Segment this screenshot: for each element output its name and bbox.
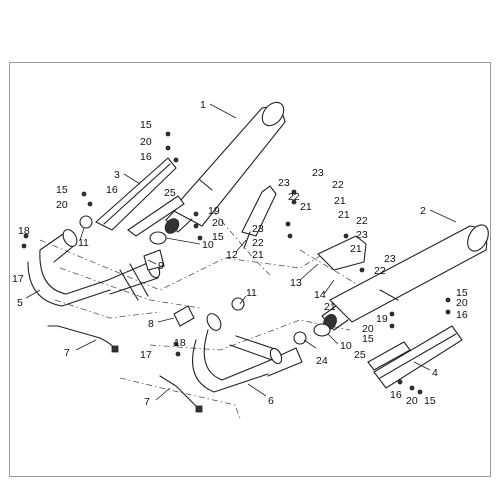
- callout-21-f: 21: [324, 301, 336, 313]
- callout-20-a: 20: [140, 136, 152, 148]
- muffler-upper: [164, 101, 286, 234]
- callout-20-e: 20: [362, 323, 374, 335]
- callout-22-a: 22: [332, 179, 344, 191]
- ring-11-left: [79, 215, 93, 229]
- callout-10-upper: 10: [202, 239, 214, 251]
- callout-5: 5: [17, 297, 23, 309]
- callout-15-a: 15: [140, 119, 152, 131]
- oxygen-sensor-left: [47, 325, 119, 353]
- gasket-10-upper: [149, 231, 167, 245]
- callout-20-f: 20: [406, 395, 418, 407]
- callout-22-d: 22: [356, 215, 368, 227]
- callout-24: 24: [316, 355, 328, 367]
- callout-17-b: 17: [140, 349, 152, 361]
- callout-9: 9: [158, 260, 164, 272]
- callout-16-b: 16: [106, 184, 118, 196]
- callout-7-left: 7: [64, 347, 70, 359]
- diagram-frame: [9, 62, 491, 477]
- callout-10-lower: 10: [340, 340, 352, 352]
- callout-25-b: 25: [354, 349, 366, 361]
- callout-21-a: 21: [334, 195, 346, 207]
- callout-23-b: 23: [278, 177, 290, 189]
- callout-15-e: 15: [362, 333, 374, 345]
- callout-15-d: 15: [456, 287, 468, 299]
- callout-3: 3: [114, 169, 120, 181]
- clamp-8: [173, 305, 195, 327]
- callout-13: 13: [290, 277, 302, 289]
- callout-16-d: 16: [390, 389, 402, 401]
- callout-19-b: 19: [376, 313, 388, 325]
- callout-16-a: 16: [140, 151, 152, 163]
- callout-25-a: 25: [164, 187, 176, 199]
- callout-21-e: 21: [350, 243, 362, 255]
- callout-1: 1: [200, 99, 206, 111]
- callout-8: 8: [148, 318, 154, 330]
- heat-shield-upper: [95, 157, 185, 237]
- callout-23-c: 23: [252, 223, 264, 235]
- callout-23-a: 23: [312, 167, 324, 179]
- callout-22-e: 22: [374, 265, 386, 277]
- callout-2: 2: [420, 205, 426, 217]
- leader-lines: [25, 103, 457, 401]
- callout-22-b: 22: [288, 191, 300, 203]
- gasket-10-lower: [313, 323, 331, 337]
- callout-20-b: 20: [56, 199, 68, 211]
- callout-20-c: 20: [212, 217, 224, 229]
- callout-15-f: 15: [424, 395, 436, 407]
- sleeve-24: [293, 331, 307, 345]
- callout-15-c: 15: [212, 231, 224, 243]
- callout-21-b: 21: [300, 201, 312, 213]
- oxygen-sensor-right: [159, 375, 203, 413]
- callout-22-c: 22: [252, 237, 264, 249]
- muffler-lower: [321, 224, 489, 331]
- callout-19-a: 19: [208, 205, 220, 217]
- callout-14: 14: [314, 289, 326, 301]
- callout-17-a: 17: [12, 273, 24, 285]
- callout-16-c: 16: [456, 309, 468, 321]
- callout-15-b: 15: [56, 184, 68, 196]
- callout-labels: 1 2 3 4 5 6 7 7 8 9 10 10 11 11 12 13 14…: [12, 99, 468, 408]
- callout-12: 12: [226, 249, 238, 261]
- fasteners: [21, 131, 451, 395]
- bracket-13: [317, 235, 367, 271]
- header-pipe-left: [27, 229, 161, 307]
- callout-4: 4: [432, 367, 438, 379]
- callout-18-a: 18: [18, 225, 30, 237]
- callout-7-right: 7: [144, 396, 150, 408]
- header-pipe-right: [192, 313, 303, 393]
- clamp-9: [143, 249, 165, 271]
- heat-shield-lower: [367, 325, 463, 389]
- bracket-12: [241, 185, 277, 249]
- callout-23-d: 23: [356, 229, 368, 241]
- callout-11-right: 11: [246, 287, 257, 299]
- ring-11-right: [231, 297, 245, 311]
- callout-20-d: 20: [456, 297, 468, 309]
- callout-21-d: 21: [252, 249, 264, 261]
- callout-6: 6: [268, 395, 274, 407]
- callout-21-c: 21: [338, 209, 350, 221]
- callout-18-b: 18: [174, 337, 186, 349]
- callout-23-e: 23: [384, 253, 396, 265]
- callout-11-left: 11: [78, 237, 89, 249]
